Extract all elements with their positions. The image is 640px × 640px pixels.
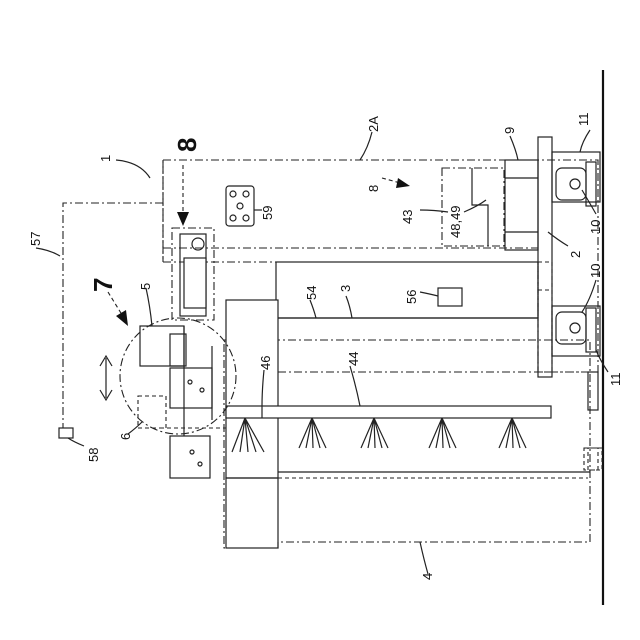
dot-59b (243, 191, 249, 197)
motor-block (170, 368, 212, 408)
leader-9 (510, 136, 518, 160)
leader-43 (420, 210, 448, 212)
label-59: 59 (260, 206, 275, 220)
leader-54 (310, 300, 316, 318)
movement-arrow (100, 356, 112, 400)
arrow-8 (177, 165, 189, 226)
leader-11-top (580, 130, 590, 152)
label-8-small: 8 (366, 185, 381, 192)
label-58: 58 (86, 448, 101, 462)
label-2: 2 (568, 251, 583, 258)
leader-2A (360, 132, 372, 160)
leader-3 (346, 296, 352, 318)
leader-2 (548, 232, 568, 246)
leader-57 (36, 248, 60, 256)
label-3: 3 (338, 285, 353, 292)
column-structure (226, 300, 278, 478)
cable-57 (63, 203, 163, 428)
label-10-top: 10 (588, 220, 603, 234)
label-5: 5 (138, 283, 153, 290)
vertical-post-2 (538, 137, 552, 377)
label-56: 56 (404, 290, 419, 304)
label-7: 7 (88, 278, 118, 292)
body-4-outline (224, 340, 590, 548)
bottom-right-box (584, 448, 602, 470)
base-block (226, 478, 278, 548)
spray-bar-44 (226, 406, 551, 418)
frame-member-9 (505, 160, 538, 250)
leader-58 (68, 438, 84, 446)
arrow-7 (108, 292, 128, 326)
dot-59a (230, 191, 236, 197)
caster-wheel-top (556, 168, 586, 200)
label-57: 57 (28, 232, 43, 246)
label-10-bottom: 10 (588, 264, 603, 278)
leader-10-bottom (582, 280, 596, 312)
label-43: 43 (400, 210, 415, 224)
label-8-big: 8 (172, 138, 202, 152)
leader-56 (420, 292, 438, 296)
foot-region (538, 262, 552, 372)
leader-4849 (464, 200, 486, 212)
label-11-top: 11 (576, 113, 591, 127)
nozzle-5 (499, 418, 526, 448)
dot-59e (243, 215, 249, 221)
leader-4 (420, 542, 428, 574)
nozzle-3 (361, 418, 388, 448)
head-lower-6 (138, 396, 166, 428)
label-9: 9 (502, 127, 517, 134)
box-56 (438, 288, 462, 306)
head-mount-5 (140, 326, 184, 366)
dot-59d (230, 215, 236, 221)
leader-5 (146, 288, 152, 326)
label-44: 44 (346, 352, 361, 366)
gearbox (170, 436, 210, 478)
caster-plate-bottom (586, 308, 596, 352)
label-11-bottom: 11 (608, 373, 623, 387)
label-4: 4 (420, 573, 435, 580)
carriage-body (184, 258, 206, 308)
dot-59c (237, 203, 243, 209)
arrow-8-small (382, 178, 410, 188)
caster-wheel-bottom (556, 312, 586, 344)
label-6: 6 (118, 433, 133, 440)
label-54: 54 (304, 286, 319, 300)
label-46: 46 (258, 356, 273, 370)
leader-1 (116, 160, 150, 178)
nozzle-4 (429, 418, 456, 448)
label-2A: 2A (366, 116, 381, 132)
label-48-49: 48,49 (448, 205, 463, 238)
nozzle-2 (299, 418, 326, 448)
box-58 (59, 428, 73, 438)
label-1: 1 (98, 155, 113, 162)
